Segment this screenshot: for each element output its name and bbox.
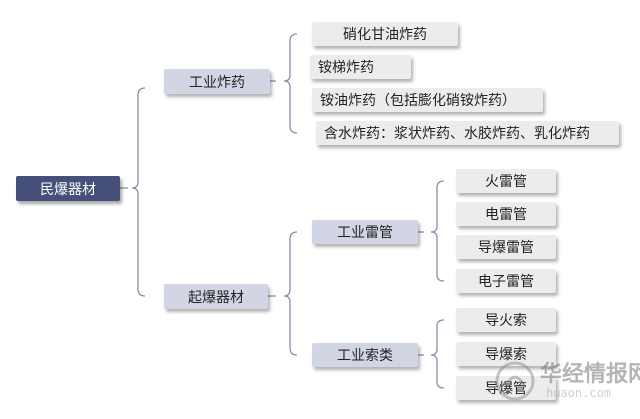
huajing-logo-icon [495,361,535,401]
branch-industrial-explosives: 工业炸药 [164,69,270,94]
leaf-detonating-cord: 导爆索 [456,342,556,366]
leaf-water-bearing-explosive: 含水炸药：浆状炸药、水胶炸药、乳化炸药 [316,121,619,145]
leaf-shock-tube-detonator: 导爆雷管 [456,235,556,259]
watermark-url: huaon.com [546,386,612,400]
branch-industrial-fuses: 工业索类 [312,343,418,367]
leaf-electric-detonator: 电雷管 [456,202,556,226]
watermark: 华经情报网 huaon.com [488,356,640,416]
leaf-fire-detonator: 火雷管 [456,169,556,193]
leaf-safety-fuse: 导火索 [456,308,556,332]
branch-initiation-devices: 起爆器材 [164,284,268,309]
root-node: 民爆器材 [16,176,120,201]
leaf-ammonium-tnt-explosive: 铵梯炸药 [310,55,411,79]
watermark-text: 华经情报网 [540,362,640,387]
branch-industrial-detonators: 工业雷管 [312,220,418,244]
fuses-bracket [430,319,445,389]
root-bracket [131,87,146,297]
leaf-nitroglycerin-explosive: 硝化甘油炸药 [312,22,458,46]
detonators-bracket [430,180,445,282]
explosives-bracket [283,33,298,134]
leaf-shock-tube: 导爆管 [456,376,556,400]
leaf-electronic-detonator: 电子雷管 [456,269,556,293]
initiators-bracket [283,231,298,356]
leaf-anfo-explosive: 铵油炸药（包括膨化硝铵炸药） [312,88,543,112]
